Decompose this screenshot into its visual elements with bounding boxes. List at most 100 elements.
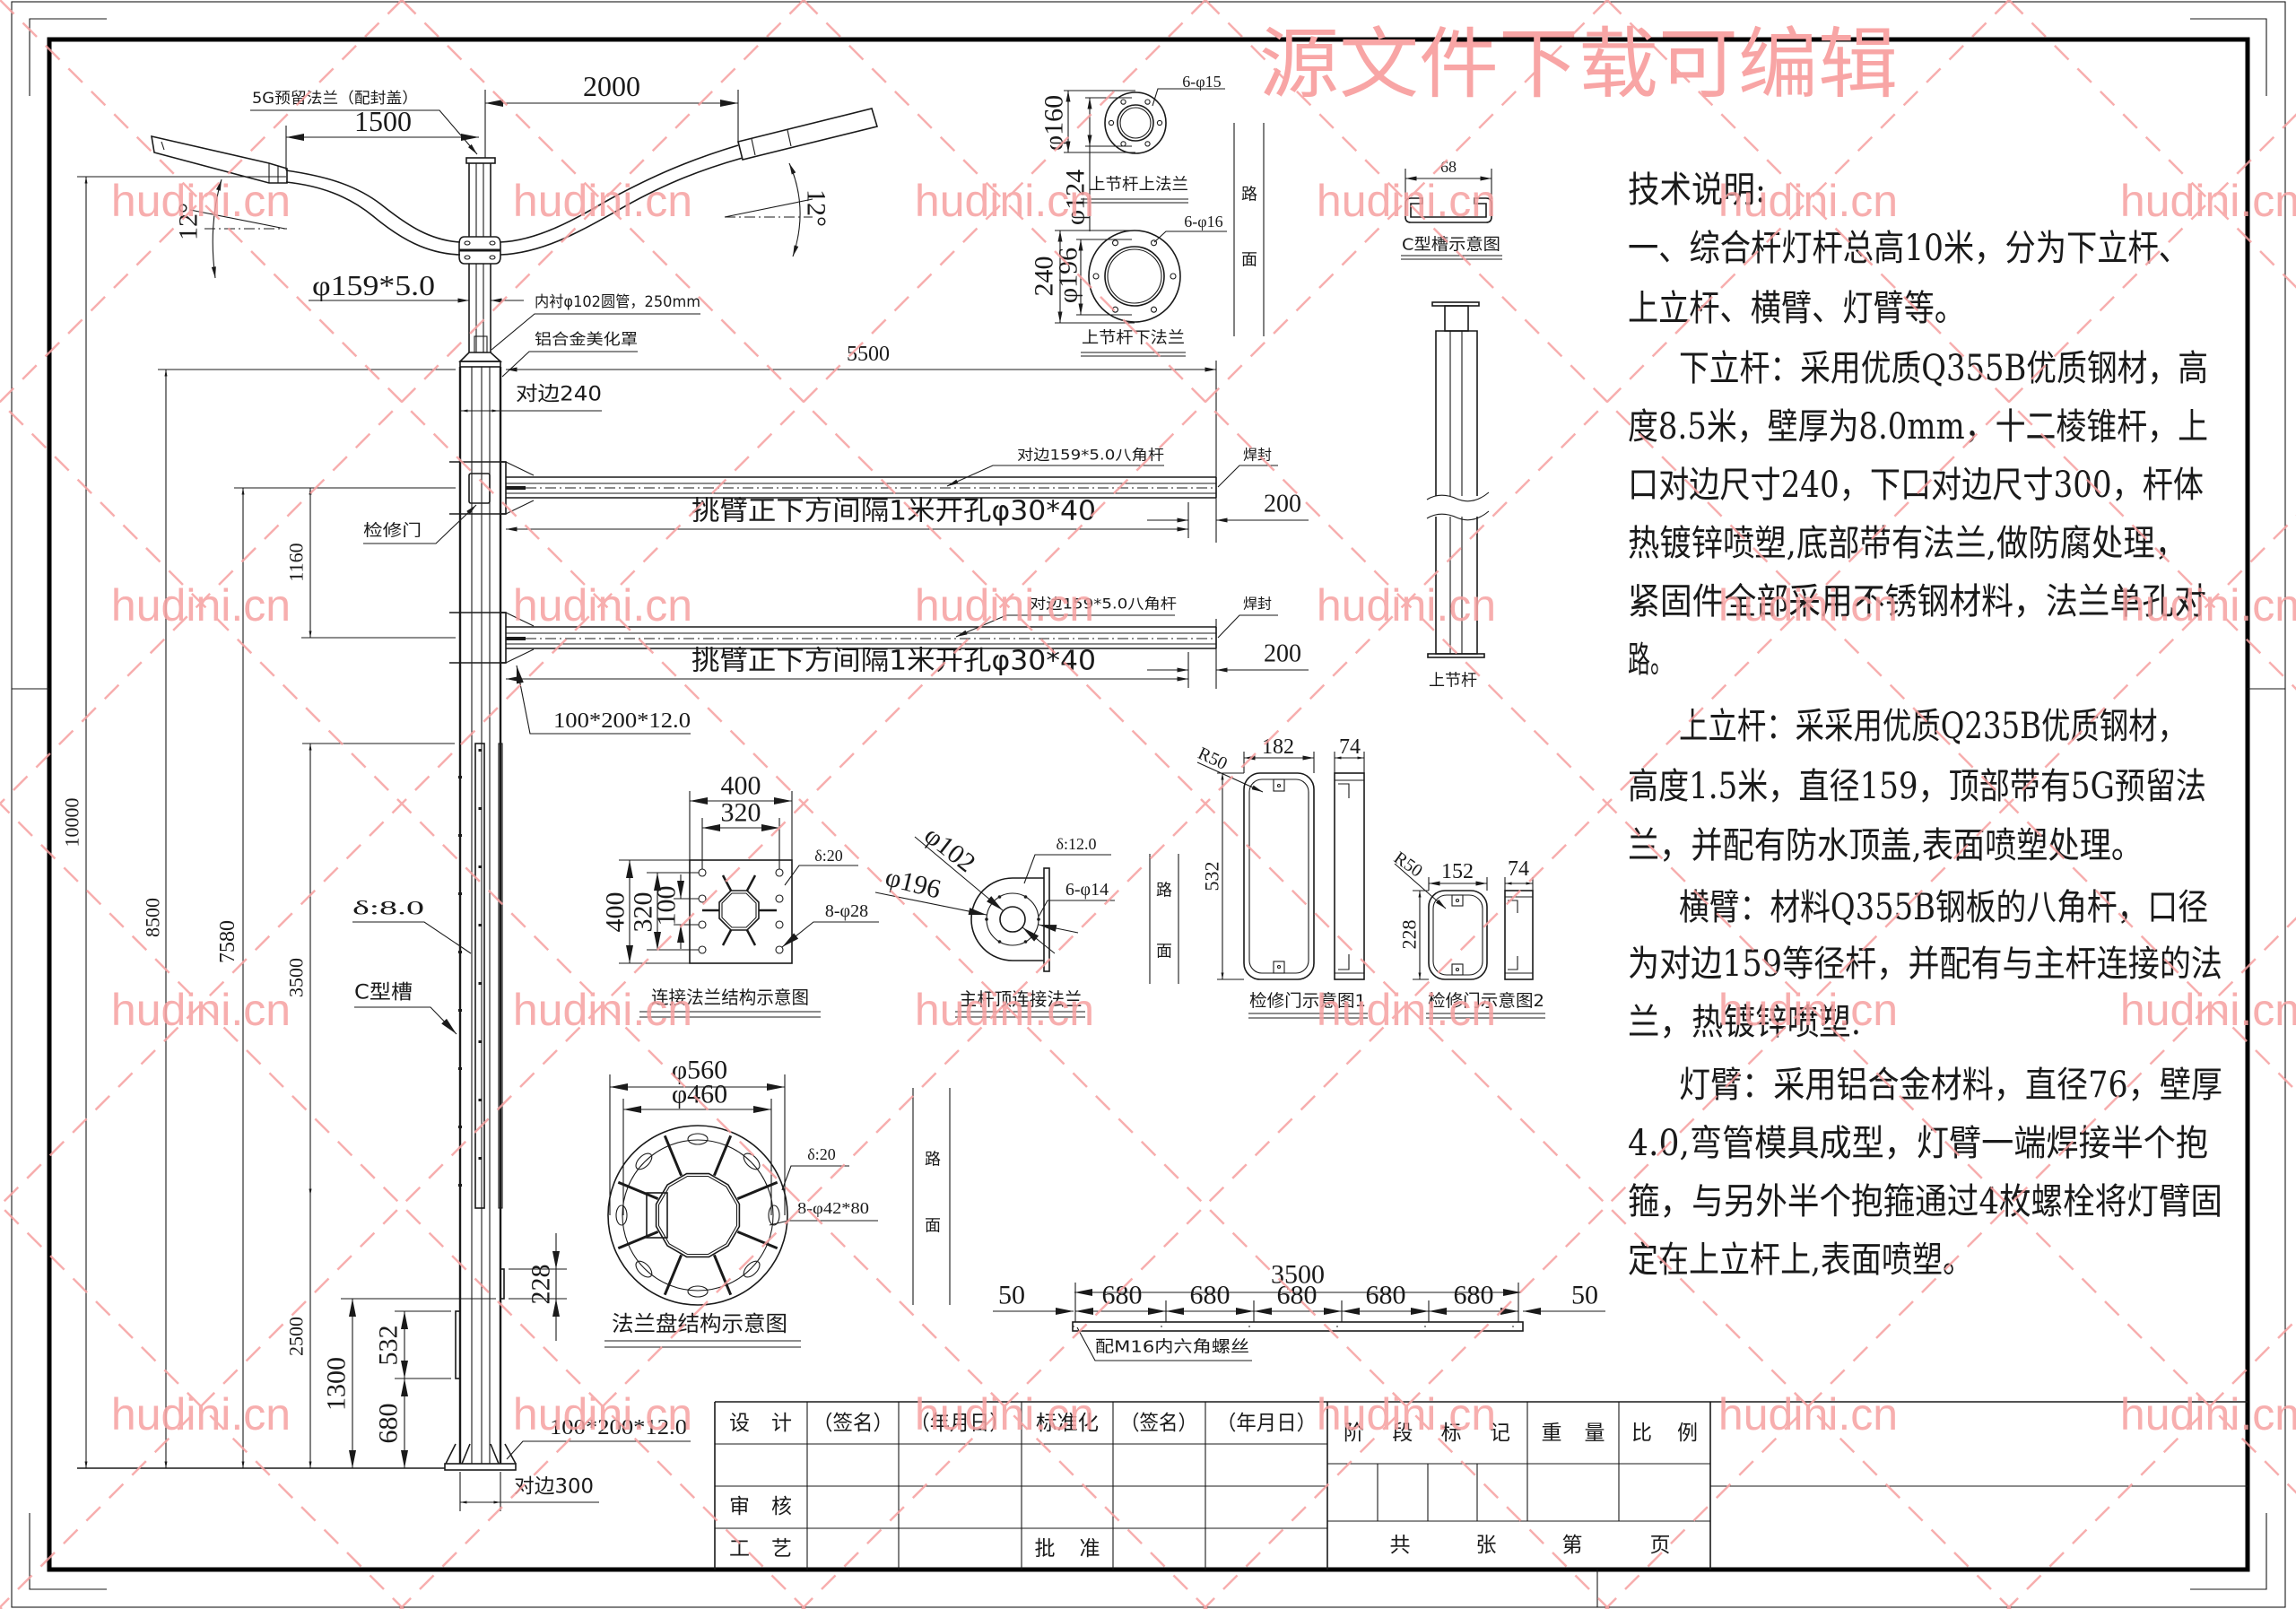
notes-line: 兰，热镀锌喷塑. [1628,1002,1861,1043]
base-flange-slot-hole [768,1205,780,1226]
surface-label: 面 [925,1217,941,1236]
notes-line: 灯臂：采用铝合金材料，直径76，壁厚 [1679,1065,2222,1106]
corner-mark [29,1513,107,1590]
lower-pole [444,367,517,1471]
conn-flange-caption: 连接法兰结构示意图 [651,987,809,1008]
base-flange-detail: φ560 φ460 δ:20 8-φ42*80 法兰盘结构示意图 [604,1056,878,1348]
technical-notes: 技术说明: 一、综合杆灯杆总高10米，分为下立杆、 上立杆、横臂、灯臂等。 下立… [1628,170,2222,1281]
road-label: 路 [1156,882,1172,900]
door1-width: 182 [1262,735,1294,759]
bolt-spacing: 680 [1190,1281,1231,1310]
watermark-text: hudini.cn [2120,1389,2296,1439]
watermark-text: hudini.cn [915,580,1094,631]
notes-line: 度8.5米，壁厚为8.0mm，十二棱锥杆，上 [1628,406,2208,448]
door1-depth: 74 [1339,735,1361,759]
bolt-spacing: 680 [1366,1281,1406,1310]
notes-line: 下立杆：采用优质Q355B优质钢材，高 [1679,348,2208,389]
arm-clamp [458,236,501,265]
inspection-door-small [500,1268,505,1300]
watermark-dash-line [401,0,2012,1609]
notes-line: 4.0,弯管模具成型，灯臂一端焊接半个抱 [1628,1123,2208,1164]
tb-process: 工 艺 [729,1537,792,1561]
dim-arm-height: 7580 [216,920,239,963]
watermark-dash-line [399,0,2010,1609]
upper-section-detail: 上节杆 [1426,301,1490,691]
base-flange-bolt-dia: φ460 [672,1080,727,1109]
notes-line: 兰，并配有防水顶盖,表面喷塑处理。 [1628,825,2143,866]
watermark-text: hudini.cn [513,985,692,1035]
bolt-bar-total: 3500 [1271,1260,1325,1290]
watermark-text: hudini.cn [1317,176,1496,226]
label-5g-flange: 5G预留法兰（配封盖） [252,90,418,108]
tb-sheet-no-suffix: 页 [1650,1534,1671,1557]
watermark-text: hudini.cn [2120,580,2296,631]
watermark-text: hudini.cn [1317,1389,1496,1439]
tb-design: 设 计 [729,1412,792,1435]
watermark-dash-line [0,0,1610,1609]
notes-line: 上立杆：采采用优质Q235B优质钢材， [1679,706,2187,747]
watermark-text: hudini.cn [111,985,291,1035]
arm-weld: 焊封 [1243,596,1272,613]
label-inspection-door: 检修门 [363,522,422,541]
conn-flange-width-bolt: 320 [721,798,761,828]
tb-date: （年月日） [910,1412,1010,1435]
arm-spec: 对边159*5.0八角杆 [1017,447,1164,464]
drawing-frame [11,1,2286,1608]
pole-elevation: 2000 1500 5G预留法兰（配封盖） 12° 12° φ159*5.0 内… [61,70,1309,1511]
dim-door-bottom: 680 [374,1404,404,1444]
lamp-head-right [737,108,879,161]
watermark-dash-line [0,0,1608,1609]
bottom-across-flats: 对边300 [514,1476,594,1499]
aluminum-cover [458,352,503,368]
bolt-spacing: 680 [1454,1281,1494,1310]
dim-door2-length: 228 [526,1265,556,1305]
base-flange-outer-dia: φ560 [672,1056,727,1085]
door2-height: 228 [1398,920,1421,950]
notes-line: 热镀锌喷塑,底部带有法兰,做防腐处理， [1628,523,2187,564]
base-flange-slot-hole [687,1285,709,1298]
watermark-text: hudini.cn [915,1389,1094,1439]
dim-channel: 3500 [285,958,308,997]
height-dimensions: 10000 8500 7580 1160 3500 2500 1300 532 … [61,177,567,1469]
watermark-dash-line [0,0,1206,1207]
base-flange-slot-hole [743,1260,761,1278]
base-flange-pole-outline [655,1172,741,1258]
notes-line: 高度1.5米，直径159，顶部带有5G预留法 [1628,766,2206,807]
door2-radius: R50 [1390,848,1426,881]
dim-left-reach: 1500 [354,105,412,137]
base-flange-slot-hole [687,1133,709,1145]
watermark-text: hudini.cn [111,176,291,226]
corner-mark [2190,18,2267,96]
door1-caption: 检修门示意图1 [1249,991,1366,1011]
outer-border [11,1,2286,1608]
top-flange-holes: 6-φ14 [1065,880,1109,900]
conn-flange-holes: 8-φ28 [825,901,868,921]
tb-sheet-no-prefix: 第 [1562,1534,1583,1557]
tb-sheet-total-prefix: 共 [1390,1534,1411,1557]
watermark-dash-line [803,0,2296,1494]
watermark-text: hudini.cn [1718,985,1898,1035]
arm-gusset-spec: 100*200*12.0 [553,709,691,733]
label-inner-tube: 内衬φ102圆管，250mm [535,293,700,311]
dim-arm-spacing: 1160 [285,543,308,581]
watermark-text: hudini.cn [915,985,1094,1035]
road-marker: 路 面 [1233,123,1265,336]
top-flange-view [1104,91,1167,154]
watermark-banner: 源文件下载可编辑 [1259,20,1898,109]
c-channel-detail: 68 C型槽示意图 [1401,158,1502,260]
label-cover: 铝合金美化罩 [535,331,638,349]
watermark-text: hudini.cn [513,1389,692,1439]
notes-line: 箍，与另外半个抱箍通过4枚螺栓将灯臂固 [1628,1181,2222,1222]
notes-line: 横臂：材料Q355B钢板的八角杆，口径 [1679,887,2208,928]
dim-total-height: 10000 [61,798,83,848]
bolt-end-right: 50 [1571,1281,1598,1310]
base-gusset-spec: 100*200*12.0 [550,1416,687,1439]
base-flange-stiffener [663,1254,683,1296]
tb-weight: 重 量 [1542,1422,1605,1445]
conn-flange-width-outer: 400 [721,771,761,801]
base-flange-holes: 8-φ42*80 [797,1199,869,1217]
watermark-text: hudini.cn [111,1389,291,1439]
base-flange-thickness: δ:20 [807,1145,835,1163]
